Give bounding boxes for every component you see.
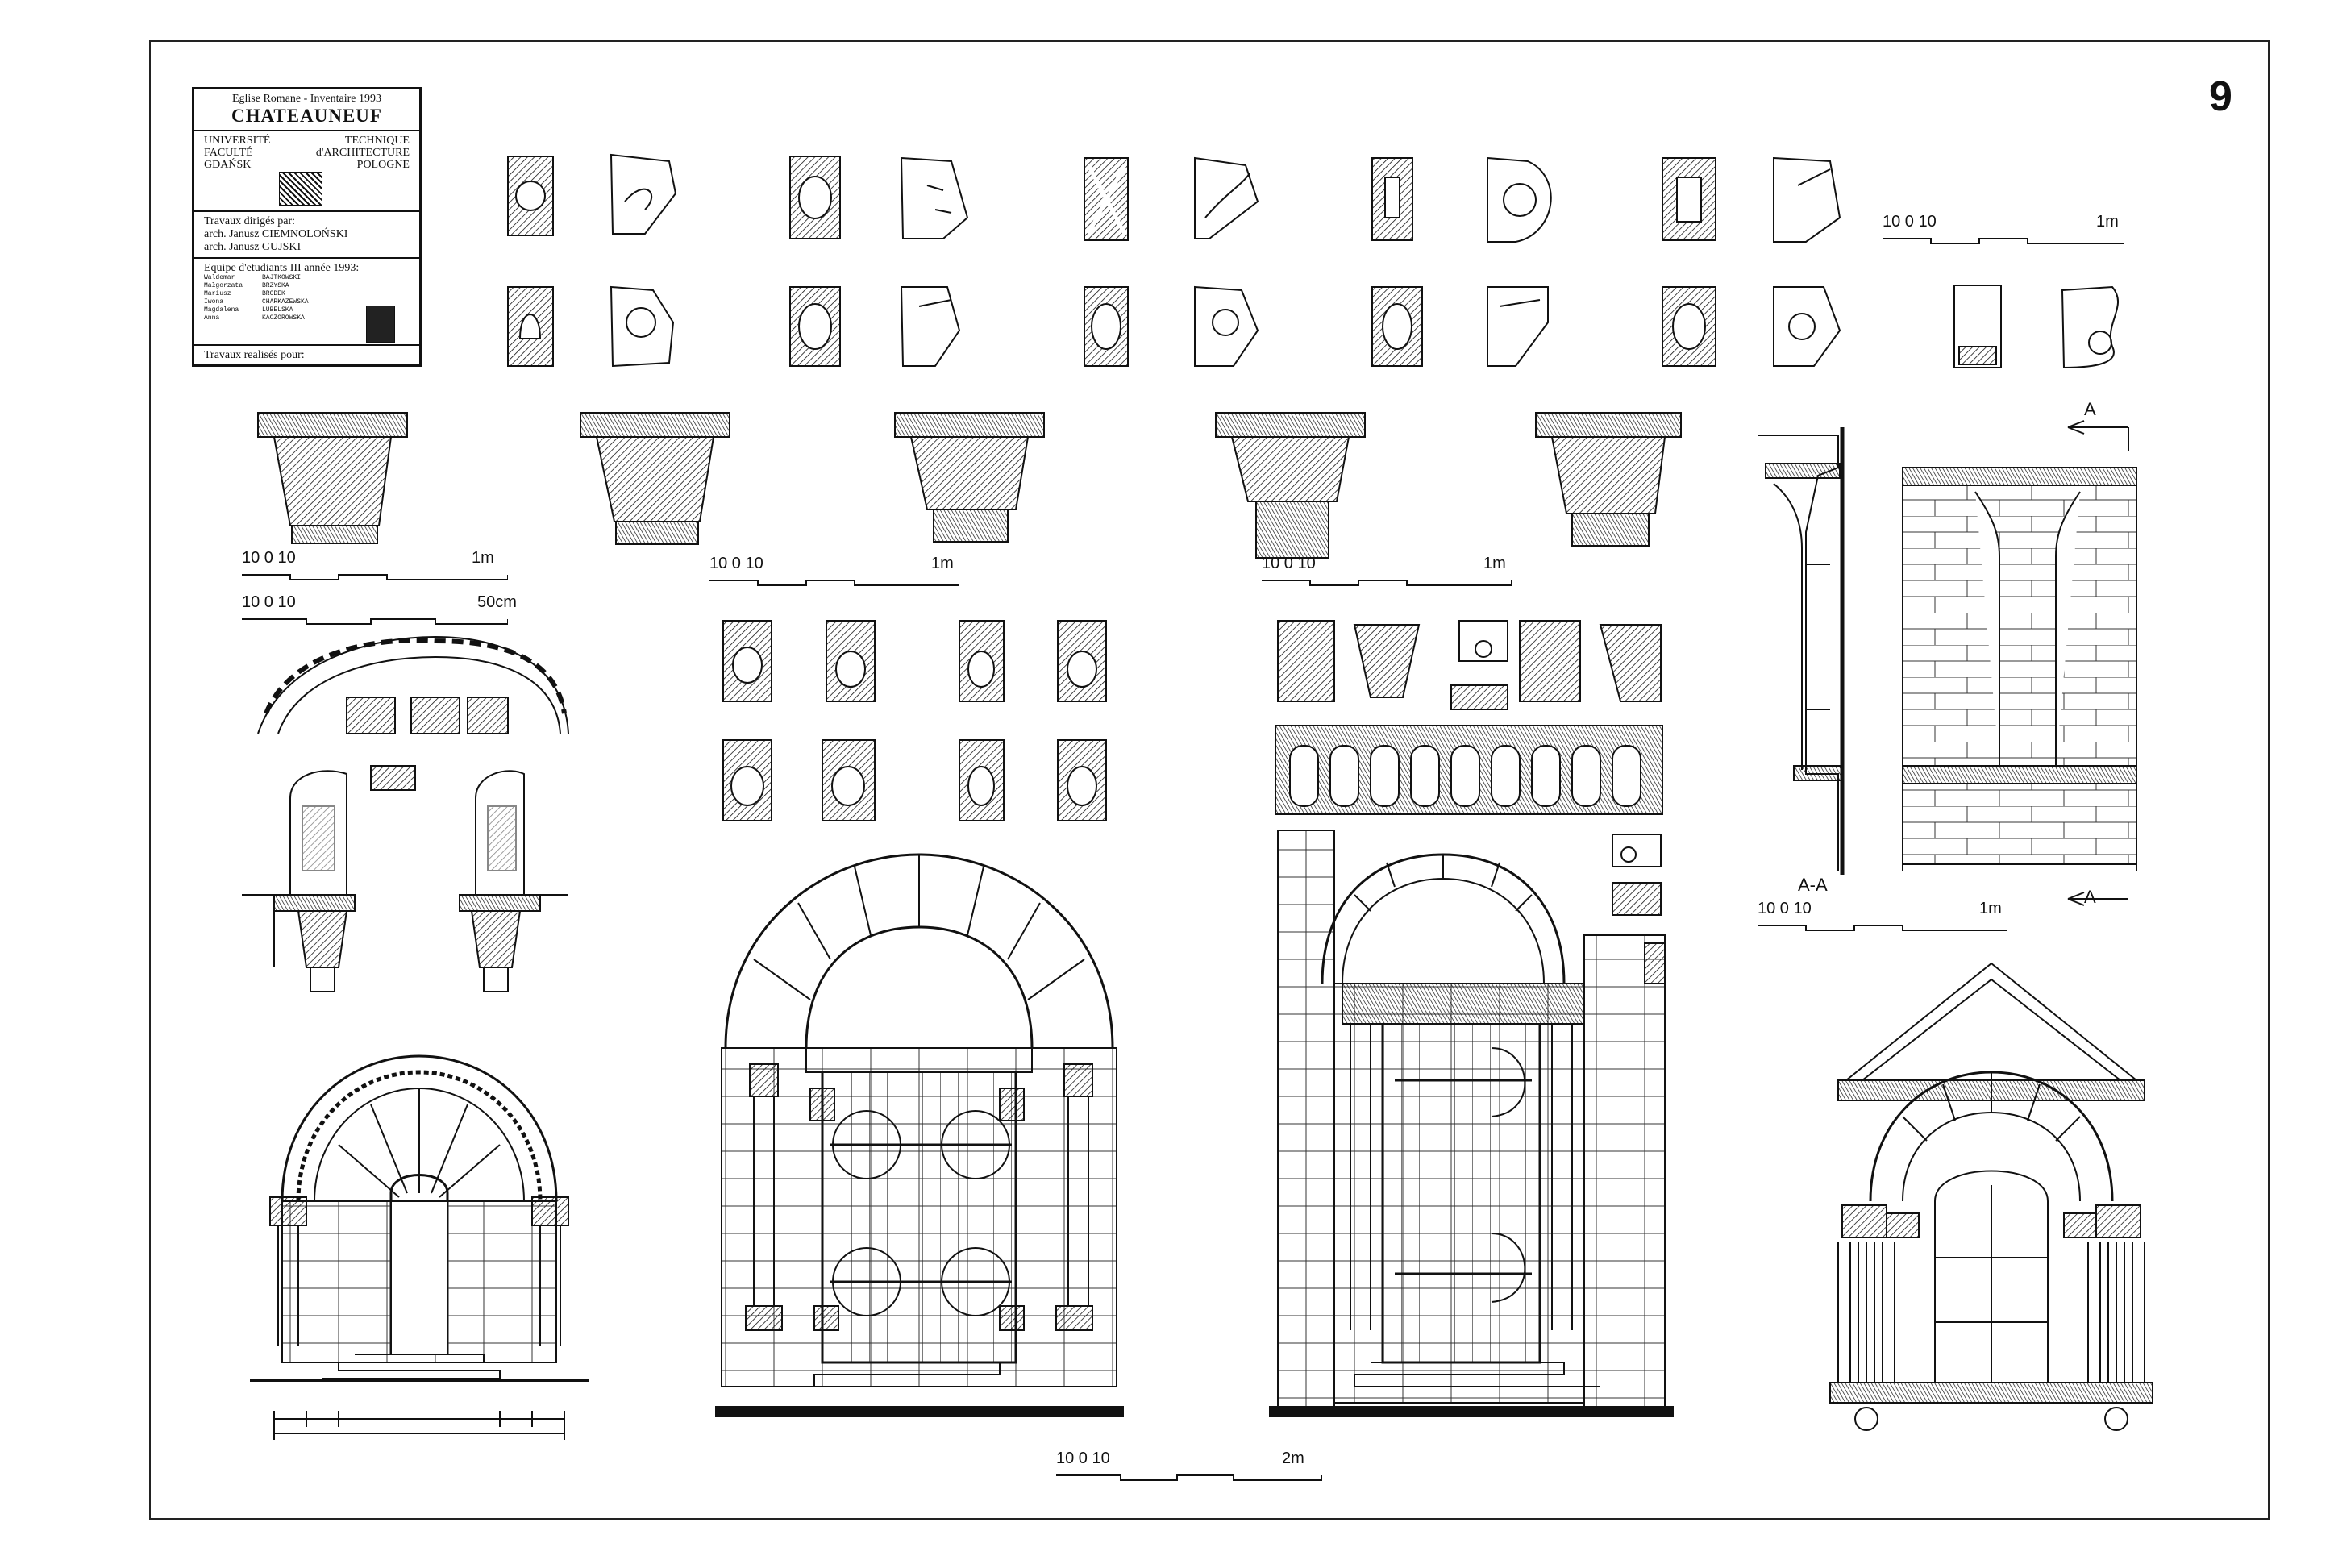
scale-right-label: 50cm: [477, 593, 517, 611]
porch-elevation: [1829, 962, 2153, 1431]
scale-left-label: 10 0 10: [242, 593, 296, 611]
university-section: UNIVERSITÉ TECHNIQUE FACULTÉ d'ARCHITECTUR…: [194, 131, 419, 212]
university-line-1b: TECHNIQUE: [344, 135, 410, 147]
directed-label: Travaux dirigés par:: [204, 215, 296, 227]
sheet-number: 9: [2209, 73, 2232, 120]
university-line-2b: d'ARCHITECTURE: [315, 147, 410, 159]
scale-left-label: 10 0 10: [1883, 213, 1937, 231]
university-line-3a: GDAŃSK: [204, 159, 252, 171]
arch-detail-left: [242, 635, 569, 992]
scale-bar-capitals-1: 10 0 10 1m: [242, 549, 508, 581]
scale-bar-graphic: [1056, 1474, 1322, 1481]
column-section-a-a: [1758, 420, 2137, 906]
scale-right-label: 1m: [2096, 213, 2119, 231]
sponsor-logo-icon: [366, 306, 395, 343]
scale-right-label: 1m: [472, 549, 494, 567]
center-portal-elevation: [715, 853, 1124, 1417]
director-2: arch. Janusz GUJSKI: [204, 241, 302, 253]
scale-bar-corbels: 10 0 10 1m: [1883, 213, 2124, 245]
title-block-header: Eglise Romane - Inventaire 1993: [231, 93, 382, 105]
team-label: Equipe d'etudiants III année 1993:: [204, 262, 360, 274]
scale-left-label: 10 0 10: [1056, 1449, 1110, 1467]
corbel-row-bottom: [507, 285, 2119, 369]
scale-right-label: 1m: [1483, 555, 1506, 572]
university-crest-icon: [279, 172, 322, 206]
scale-right-label: 1m: [1979, 900, 2002, 917]
section-name: A-A: [1798, 875, 1828, 895]
director-1: arch. Janusz CIEMNOLOŃSKI: [204, 228, 348, 240]
scale-bar-graphic: [242, 574, 508, 580]
scale-bar-graphic: [1758, 925, 2007, 931]
team-section: Equipe d'etudiants III année 1993: Walde…: [194, 259, 419, 346]
scale-bar-graphic: [242, 618, 508, 625]
scale-left-label: 10 0 10: [242, 549, 296, 567]
scale-bar-graphic: [709, 580, 959, 586]
scale-bar-section: 10 0 10 1m: [1758, 900, 2007, 932]
right-portal-elevation: [1269, 830, 1674, 1417]
directors-section: Travaux dirigés par: arch. Janusz CIEMNO…: [194, 212, 419, 259]
university-line-1a: UNIVERSITÉ: [204, 135, 271, 147]
scale-right-label: 1m: [931, 555, 954, 572]
frieze-details: [1275, 620, 1663, 916]
university-line-2a: FACULTÉ: [204, 147, 253, 159]
scale-left-label: 10 0 10: [709, 555, 763, 572]
capital-details-grid: [722, 620, 1107, 821]
drawing-sheet-border: [149, 40, 2270, 1520]
scale-bar-graphic: [1883, 238, 2124, 244]
university-line-3b: POLOGNE: [356, 159, 410, 171]
capitals-row: [257, 412, 1682, 559]
scale-bar-half: 10 0 10 50cm: [242, 593, 517, 626]
scale-bar-graphic: [1262, 580, 1512, 586]
scale-bar-capitals-2: 10 0 10 1m: [709, 555, 959, 587]
corbel-row-top: [507, 153, 1841, 243]
title-block-header-section: Eglise Romane - Inventaire 1993 CHATEAUN…: [194, 89, 419, 131]
scale-right-label: 2m: [1282, 1449, 1304, 1467]
section-marker-top: A: [2084, 399, 2096, 419]
small-portal-elevation: [250, 1054, 589, 1440]
section-marker-bottom: A: [2084, 887, 2096, 907]
scale-left-label: 10 0 10: [1758, 900, 1812, 917]
scale-bar-frieze: 10 0 10 1m: [1262, 555, 1512, 587]
title-block-footer: Travaux realisés pour:: [204, 349, 305, 361]
title-block-title: CHATEAUNEUF: [231, 106, 382, 126]
scale-bar-portals: 10 0 10 2m: [1056, 1449, 1322, 1482]
title-block: Eglise Romane - Inventaire 1993 CHATEAUN…: [192, 87, 422, 367]
scale-left-label: 10 0 10: [1262, 555, 1316, 572]
